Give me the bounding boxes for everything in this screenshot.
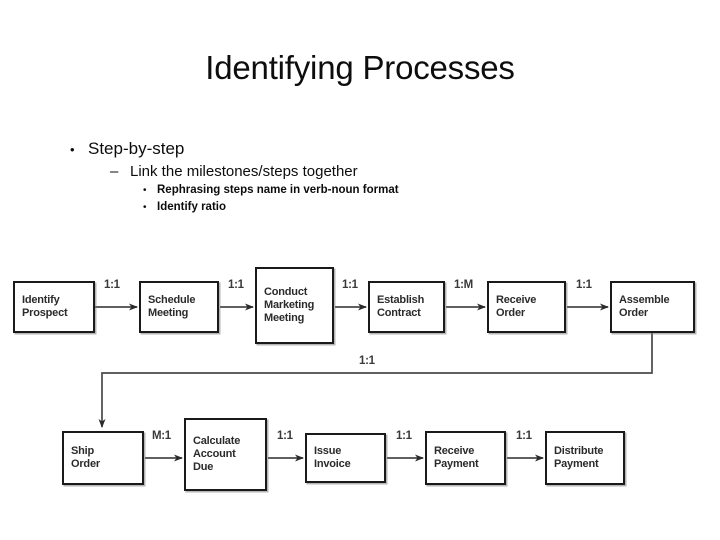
node-issue-invoice[interactable]: Issue Invoice [305, 433, 386, 483]
node-establish-contract[interactable]: Establish Contract [368, 281, 445, 333]
edge-label-ship-to-calculate: M:1 [152, 430, 171, 442]
edge-label-calculate-to-issue: 1:1 [277, 430, 293, 442]
edge-label-issue-to-receive: 1:1 [396, 430, 412, 442]
node-label-line: Conduct [264, 286, 308, 298]
node-label-line: Receive [434, 445, 475, 457]
node-schedule-meeting[interactable]: Schedule Meeting [139, 281, 219, 333]
bullet-list: • Step-by-step – Link the milestones/ste… [0, 137, 720, 216]
node-label-line: Order [619, 307, 648, 319]
bullet-marker-icon: • [143, 185, 147, 196]
bullet-text: Link the milestones/steps together [130, 163, 358, 180]
node-label-line: Due [193, 461, 214, 473]
node-assemble-order[interactable]: Assemble Order [610, 281, 695, 333]
node-label-line: Meeting [264, 312, 305, 324]
node-label-line: Establish [377, 294, 425, 306]
node-label-line: Invoice [314, 458, 351, 470]
node-conduct-marketing-meeting[interactable]: Conduct Marketing Meeting [255, 267, 334, 344]
edge-label-conduct-to-establish: 1:1 [342, 279, 358, 291]
edge-label-assemble-to-ship: 1:1 [359, 355, 375, 367]
node-label-line: Assemble [619, 294, 670, 306]
node-label-line: Marketing [264, 299, 315, 311]
node-calculate-account-due[interactable]: Calculate Account Due [184, 418, 267, 491]
dash-marker-icon: – [110, 163, 119, 180]
flowchart-connectors [95, 303, 653, 462]
node-label-line: Calculate [193, 435, 241, 447]
bullet-text: Rephrasing steps name in verb-noun forma… [157, 184, 399, 196]
edge-label-establish-to-receive: 1:M [454, 279, 473, 291]
edge-label-receive-to-assemble: 1:1 [576, 279, 592, 291]
bullet-item-level3: • Rephrasing steps name in verb-noun for… [0, 182, 720, 199]
node-label-line: Order [71, 458, 100, 470]
edge-label-identify-to-schedule: 1:1 [104, 279, 120, 291]
node-label-line: Contract [377, 307, 421, 319]
page-title: Identifying Processes [205, 49, 515, 86]
node-label-line: Schedule [148, 294, 196, 306]
bullet-marker-icon: • [143, 202, 147, 213]
node-label-line: Identify [22, 294, 60, 306]
node-distribute-payment[interactable]: Distribute Payment [545, 431, 625, 485]
bullet-item-level3: • Identify ratio [0, 199, 720, 216]
node-label-line: Account [193, 448, 236, 460]
node-label-line: Prospect [22, 307, 68, 319]
node-label-line: Payment [434, 458, 479, 470]
node-label-line: Payment [554, 458, 599, 470]
process-flowchart: Identify Prospect Schedule Meeting Condu… [0, 255, 720, 515]
node-label-line: Distribute [554, 445, 604, 457]
node-receive-order[interactable]: Receive Order [487, 281, 566, 333]
bullet-item-level1: • Step-by-step [0, 137, 720, 161]
edge-label-receive-to-distribute: 1:1 [516, 430, 532, 442]
node-label-line: Receive [496, 294, 537, 306]
bullet-text: Identify ratio [157, 201, 227, 213]
bullet-item-level2: – Link the milestones/steps together [0, 161, 720, 182]
node-identify-prospect[interactable]: Identify Prospect [13, 281, 95, 333]
node-label-line: Issue [314, 445, 342, 457]
node-label-line: Ship [71, 445, 95, 457]
node-ship-order[interactable]: Ship Order [62, 431, 144, 485]
bullet-marker-icon: • [70, 142, 75, 157]
bullet-text: Step-by-step [88, 139, 185, 158]
edge-label-schedule-to-conduct: 1:1 [228, 279, 244, 291]
node-label-line: Order [496, 307, 525, 319]
node-receive-payment[interactable]: Receive Payment [425, 431, 506, 485]
node-label-line: Meeting [148, 307, 189, 319]
